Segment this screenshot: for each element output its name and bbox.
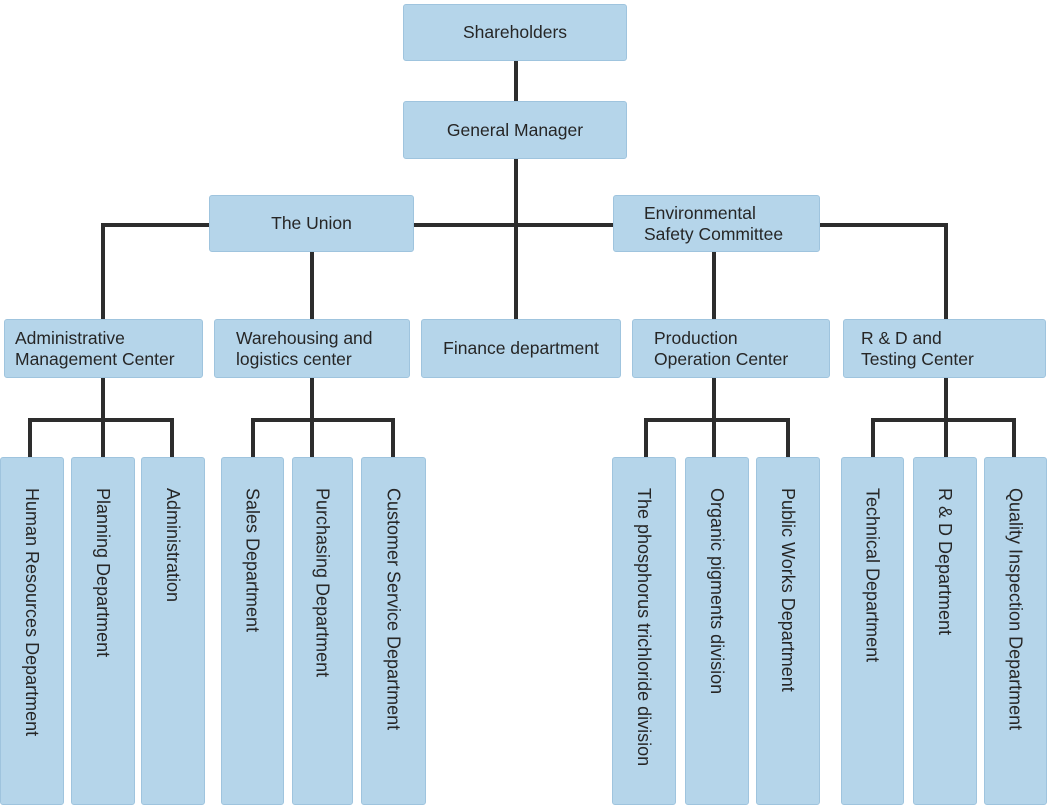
org-node-purchasing-department: Purchasing Department xyxy=(292,457,353,805)
org-node-environmental-safety-committee: Environmental Safety Committee xyxy=(613,195,820,252)
org-node-administration: Administration xyxy=(141,457,205,805)
org-node-label: Warehousing and logistics center xyxy=(236,328,373,369)
org-node-general-manager: General Manager xyxy=(403,101,627,159)
org-node-label: Finance department xyxy=(443,338,599,359)
org-node-label: Shareholders xyxy=(462,22,568,43)
connector-stub-quality xyxy=(1012,418,1016,457)
org-node-shareholders: Shareholders xyxy=(403,4,627,61)
connector-admin-group-stub xyxy=(101,377,105,422)
org-node-rd-testing-center: R & D and Testing Center xyxy=(843,319,1046,378)
connector-stub-customer-service xyxy=(391,418,395,457)
connector-gm-finance xyxy=(514,159,518,319)
connector-stub-rd-dept xyxy=(944,418,948,457)
connector-production-group-stub xyxy=(712,377,716,422)
org-node-human-resources-department: Human Resources Department xyxy=(0,457,64,805)
connector-rd-group-stub xyxy=(944,377,948,422)
org-node-public-works-department: Public Works Department xyxy=(756,457,820,805)
org-node-label: Environmental Safety Committee xyxy=(644,203,784,244)
connector-warehousing-group-stub xyxy=(310,377,314,422)
org-node-finance-department: Finance department xyxy=(421,319,621,378)
org-node-organic-pigments-division: Organic pigments division xyxy=(685,457,749,805)
org-node-rd-department: R & D Department xyxy=(913,457,977,805)
org-node-customer-service-department: Customer Service Department xyxy=(361,457,426,805)
connector-group3-horizontal xyxy=(644,418,790,422)
org-node-label: The phosphorus trichloride division xyxy=(634,488,654,767)
org-node-label: Public Works Department xyxy=(778,488,798,692)
connector-esc-production xyxy=(712,251,716,319)
org-node-label: Technical Department xyxy=(862,488,883,663)
connector-stub-phosphorus xyxy=(644,418,648,457)
connector-stub-sales xyxy=(251,418,255,457)
connector-stub-purchasing xyxy=(310,418,314,457)
connector-level3-horizontal xyxy=(101,223,948,227)
connector-group4-horizontal xyxy=(871,418,1016,422)
connector-stub-planning xyxy=(101,418,105,457)
org-node-the-union: The Union xyxy=(209,195,414,252)
connector-shareholders-gm xyxy=(514,61,518,101)
org-node-technical-department: Technical Department xyxy=(841,457,904,805)
connector-stub-public-works xyxy=(786,418,790,457)
org-node-label: The Union xyxy=(271,213,352,234)
org-node-quality-inspection-department: Quality Inspection Department xyxy=(984,457,1047,805)
org-node-label: Sales Department xyxy=(242,488,263,633)
connector-stub-technical xyxy=(871,418,875,457)
org-node-label: R & D Department xyxy=(935,488,955,636)
connector-stub-administration xyxy=(170,418,174,457)
org-node-production-operation-center: Production Operation Center xyxy=(632,319,830,378)
connector-esc-rd-center xyxy=(944,223,948,319)
org-node-label: Planning Department xyxy=(93,488,113,658)
org-node-administrative-management-center: Administrative Management Center xyxy=(4,319,203,378)
org-node-label: Organic pigments division xyxy=(707,488,727,695)
org-node-planning-department: Planning Department xyxy=(71,457,135,805)
org-node-label: Production Operation Center xyxy=(654,328,789,369)
org-node-warehousing-logistics-center: Warehousing and logistics center xyxy=(214,319,410,378)
org-node-label: R & D and Testing Center xyxy=(861,328,974,369)
connector-union-admin-center xyxy=(101,223,105,319)
connector-group2-horizontal xyxy=(251,418,395,422)
org-node-sales-department: Sales Department xyxy=(221,457,284,805)
connector-stub-hr xyxy=(28,418,32,457)
org-node-label: General Manager xyxy=(446,119,584,140)
org-node-label: Human Resources Department xyxy=(22,488,42,737)
org-node-label: Purchasing Department xyxy=(312,488,333,678)
org-node-label: Administrative Management Center xyxy=(15,328,175,369)
connector-union-warehousing xyxy=(310,251,314,319)
connector-stub-organic xyxy=(712,418,716,457)
org-node-label: Quality Inspection Department xyxy=(1005,488,1026,731)
org-node-label: Customer Service Department xyxy=(383,488,404,731)
org-node-phosphorus-trichloride-division: The phosphorus trichloride division xyxy=(612,457,676,805)
org-node-label: Administration xyxy=(163,488,183,603)
